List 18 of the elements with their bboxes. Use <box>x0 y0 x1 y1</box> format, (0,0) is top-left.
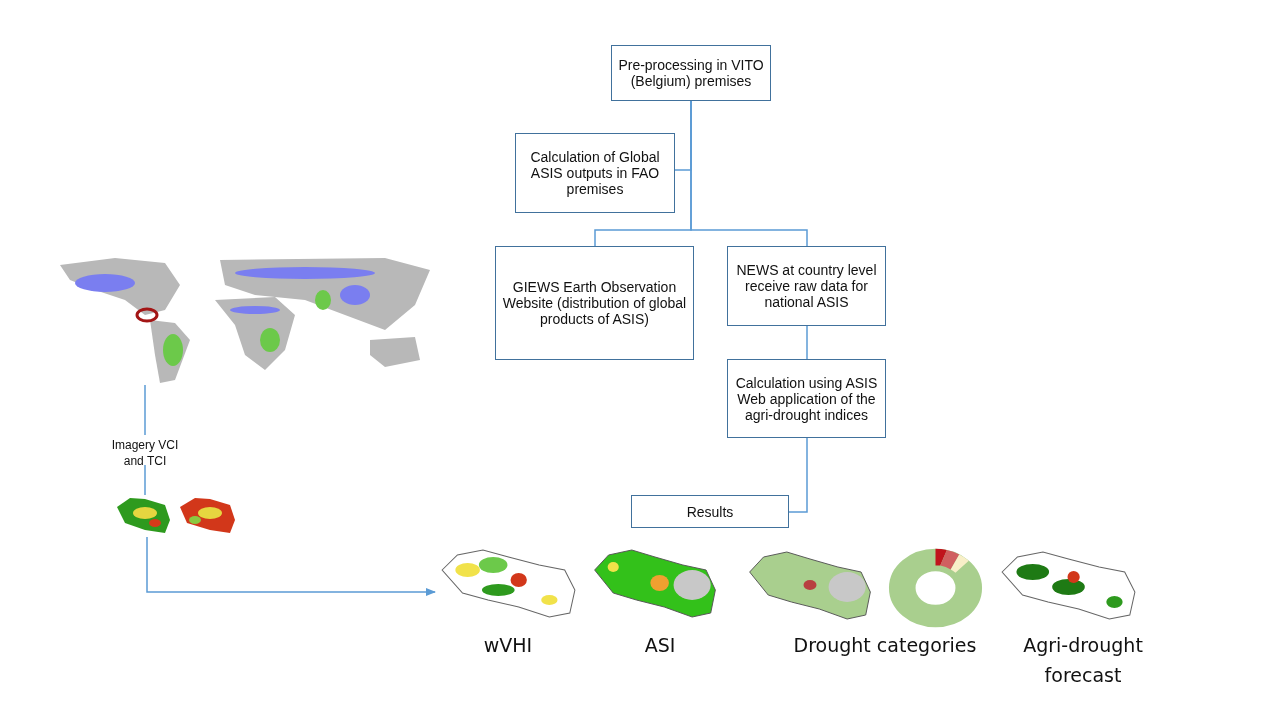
caption-label: Drought categories <box>792 633 978 658</box>
connector-line <box>144 384 146 436</box>
process-box: Calculation of Global ASIS outputs in FAO premises <box>515 133 675 213</box>
connector-line <box>788 437 808 513</box>
process-box: Results <box>631 495 789 528</box>
process-box: GIEWS Earth Observation Website (distribution of global products of ASIS) <box>495 246 694 360</box>
process-box: Calculation using ASIS Web application of the agri-drought indices <box>727 359 886 438</box>
caption-label: Agri-drought forecast <box>1022 633 1144 688</box>
arrow <box>146 536 436 596</box>
picture <box>115 495 237 535</box>
process-box: Pre-processing in VITO (Belgium) premises <box>611 45 771 101</box>
connector-line <box>806 325 808 360</box>
process-box: NEWS at country level receive raw data for national ASIS <box>727 246 886 326</box>
caption-label: ASI <box>643 633 677 658</box>
connector-line <box>144 464 146 496</box>
text-label: Imagery VCI and TCI <box>105 437 185 469</box>
connector-line <box>690 100 808 247</box>
caption-label: wVHI <box>482 633 534 658</box>
